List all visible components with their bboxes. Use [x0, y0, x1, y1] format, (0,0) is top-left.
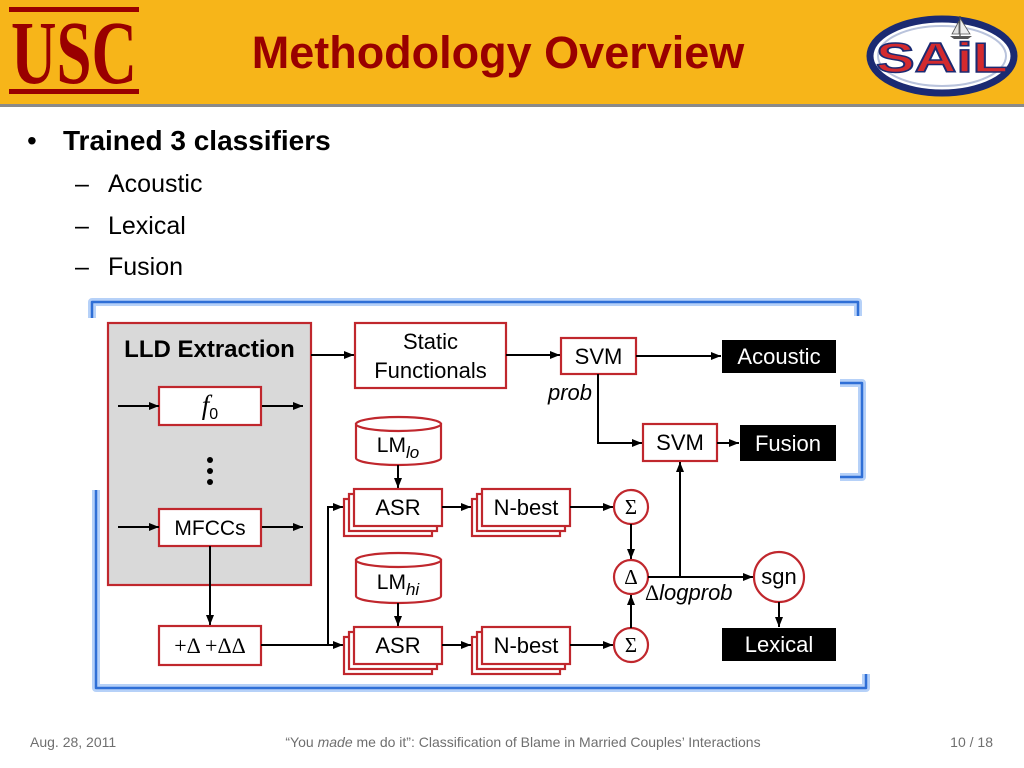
f0-base: f [202, 390, 213, 420]
nbest-lo-stack: N-best [470, 487, 572, 538]
sum-hi-node: Σ [612, 626, 650, 664]
sail-logo-oval [866, 15, 1018, 97]
svm-fusion-box [641, 422, 719, 463]
svm-acoustic-label: SVM [575, 344, 623, 369]
slide-header: USC Methodology Overview SAiL [0, 0, 1024, 107]
static-functionals-node: Static Functionals [353, 321, 508, 390]
sub-bullet-text: Fusion [108, 253, 184, 281]
lm-hi-subscript: hi [406, 580, 420, 599]
sub-bullet-lexical: – Lexical [0, 211, 400, 241]
usc-logo-top-bar [9, 7, 139, 12]
svm-acoustic-node: SVM [559, 336, 638, 376]
lm-lo-cylinder: LMlo [354, 415, 443, 467]
nbest-lo-label: N-best [494, 495, 559, 520]
sgn-node: sgn [752, 550, 806, 604]
lexical-output-label: Lexical [745, 632, 813, 657]
svm-fusion-node: SVM [641, 422, 719, 463]
lm-hi-top [354, 551, 443, 569]
vertical-ellipsis [207, 457, 213, 485]
frame-right-bracket [840, 381, 864, 479]
asr-hi-label: ASR [375, 633, 420, 658]
sum-lo-label: Σ [625, 495, 637, 519]
footer-title-after: me do it”: Classification of Blame in Ma… [352, 734, 761, 750]
lm-lo-subscript: lo [406, 443, 419, 462]
lld-extraction-title: LLD Extraction [124, 336, 295, 363]
methodology-diagram: LLD Extraction f0 MFCCs +Δ +ΔΔ Static Fu… [88, 298, 870, 692]
lexical-output: Lexical [722, 628, 836, 661]
lm-lo-body [354, 422, 443, 467]
arrow-deltas-to-asr-lo [327, 503, 343, 645]
sub-bullet-text: Acoustic [108, 170, 203, 198]
fusion-output-box [740, 425, 836, 461]
sub-bullet-marker: – [75, 170, 89, 198]
lm-hi-label: LMhi [377, 571, 421, 599]
sail-logo-text: SAiL [876, 34, 1008, 81]
footer-page-number: 10 / 18 [950, 734, 993, 750]
sum-hi-label: Σ [625, 633, 637, 657]
asr-lo-stack: ASR [342, 487, 444, 538]
frame-bottom-edge [94, 490, 868, 690]
f0-subscript: 0 [209, 406, 218, 423]
lm-lo-top [354, 415, 443, 433]
sail-logo: SAiL [866, 15, 1018, 97]
acoustic-output-box [722, 340, 836, 373]
fusion-output-label: Fusion [755, 431, 821, 456]
footer-title-before: “You [285, 734, 318, 750]
sub-bullet-fusion: – Fusion [0, 252, 400, 282]
lld-extraction-block: LLD Extraction f0 MFCCs [106, 321, 313, 587]
fusion-output: Fusion [740, 425, 836, 461]
footer-talk-title: “You made me do it”: Classification of B… [200, 733, 846, 751]
acoustic-output: Acoustic [722, 340, 836, 373]
f0-label: f0 [202, 390, 219, 423]
sub-bullet-marker: – [75, 253, 89, 281]
lm-lo-label: LMlo [377, 434, 419, 462]
lm-hi-body [354, 558, 443, 605]
slide-title: Methodology Overview [251, 27, 745, 78]
acoustic-output-label: Acoustic [737, 344, 820, 369]
difference-label: Δ [624, 565, 638, 589]
nbest-lo-box-front [480, 487, 572, 528]
lm-hi-base: LM [377, 571, 406, 594]
sub-bullet-marker: – [75, 212, 89, 240]
lm-lo-base: LM [377, 434, 406, 457]
bullet-main: Trained 3 classifiers [63, 125, 331, 156]
frame-top-edge [90, 300, 860, 318]
dlogprob-symbol: Δ [645, 580, 659, 605]
asr-hi-stack: ASR [342, 625, 444, 676]
sub-bullet-text: Lexical [108, 212, 186, 240]
dlogprob-label: Δlogprob [645, 580, 733, 605]
arrow-svm-prob-to-fusion-svm [597, 374, 642, 447]
sgn-label: sgn [761, 564, 796, 589]
svm-fusion-label: SVM [656, 430, 704, 455]
deltas-label: +Δ +ΔΔ [174, 633, 246, 658]
f0-node: f0 [157, 385, 263, 427]
usc-logo: USC [9, 4, 139, 98]
sailboat-icon [950, 16, 972, 39]
deltas-box [157, 624, 263, 667]
sub-bullet-acoustic: – Acoustic [0, 169, 400, 199]
mfccs-node: MFCCs [157, 507, 263, 548]
highlight-frame [88, 298, 870, 692]
svm-acoustic-box [559, 336, 638, 376]
static-functionals-box [353, 321, 508, 390]
static-functionals-line2: Functionals [374, 358, 487, 383]
sail-logo-inner-ring [877, 25, 1007, 87]
prob-label: prob [547, 380, 592, 405]
footer-title-emphasis: made [317, 734, 353, 750]
footer-date: Aug. 28, 2011 [30, 734, 117, 750]
usc-logo-bottom-bar [9, 89, 139, 94]
static-functionals-line1: Static [403, 329, 458, 354]
lm-hi-cylinder: LMhi [354, 551, 443, 605]
mfccs-label: MFCCs [174, 517, 245, 540]
asr-lo-label: ASR [375, 495, 420, 520]
nbest-hi-label: N-best [494, 633, 559, 658]
nbest-hi-stack: N-best [470, 625, 572, 676]
bullet-marker: • [27, 125, 37, 156]
usc-logo-text: USC [11, 4, 137, 98]
deltas-node: +Δ +ΔΔ [157, 624, 263, 667]
lexical-output-box [722, 628, 836, 661]
difference-node: Δ [612, 558, 650, 596]
sum-lo-node: Σ [612, 488, 650, 526]
dlogprob-text: logprob [659, 580, 732, 605]
